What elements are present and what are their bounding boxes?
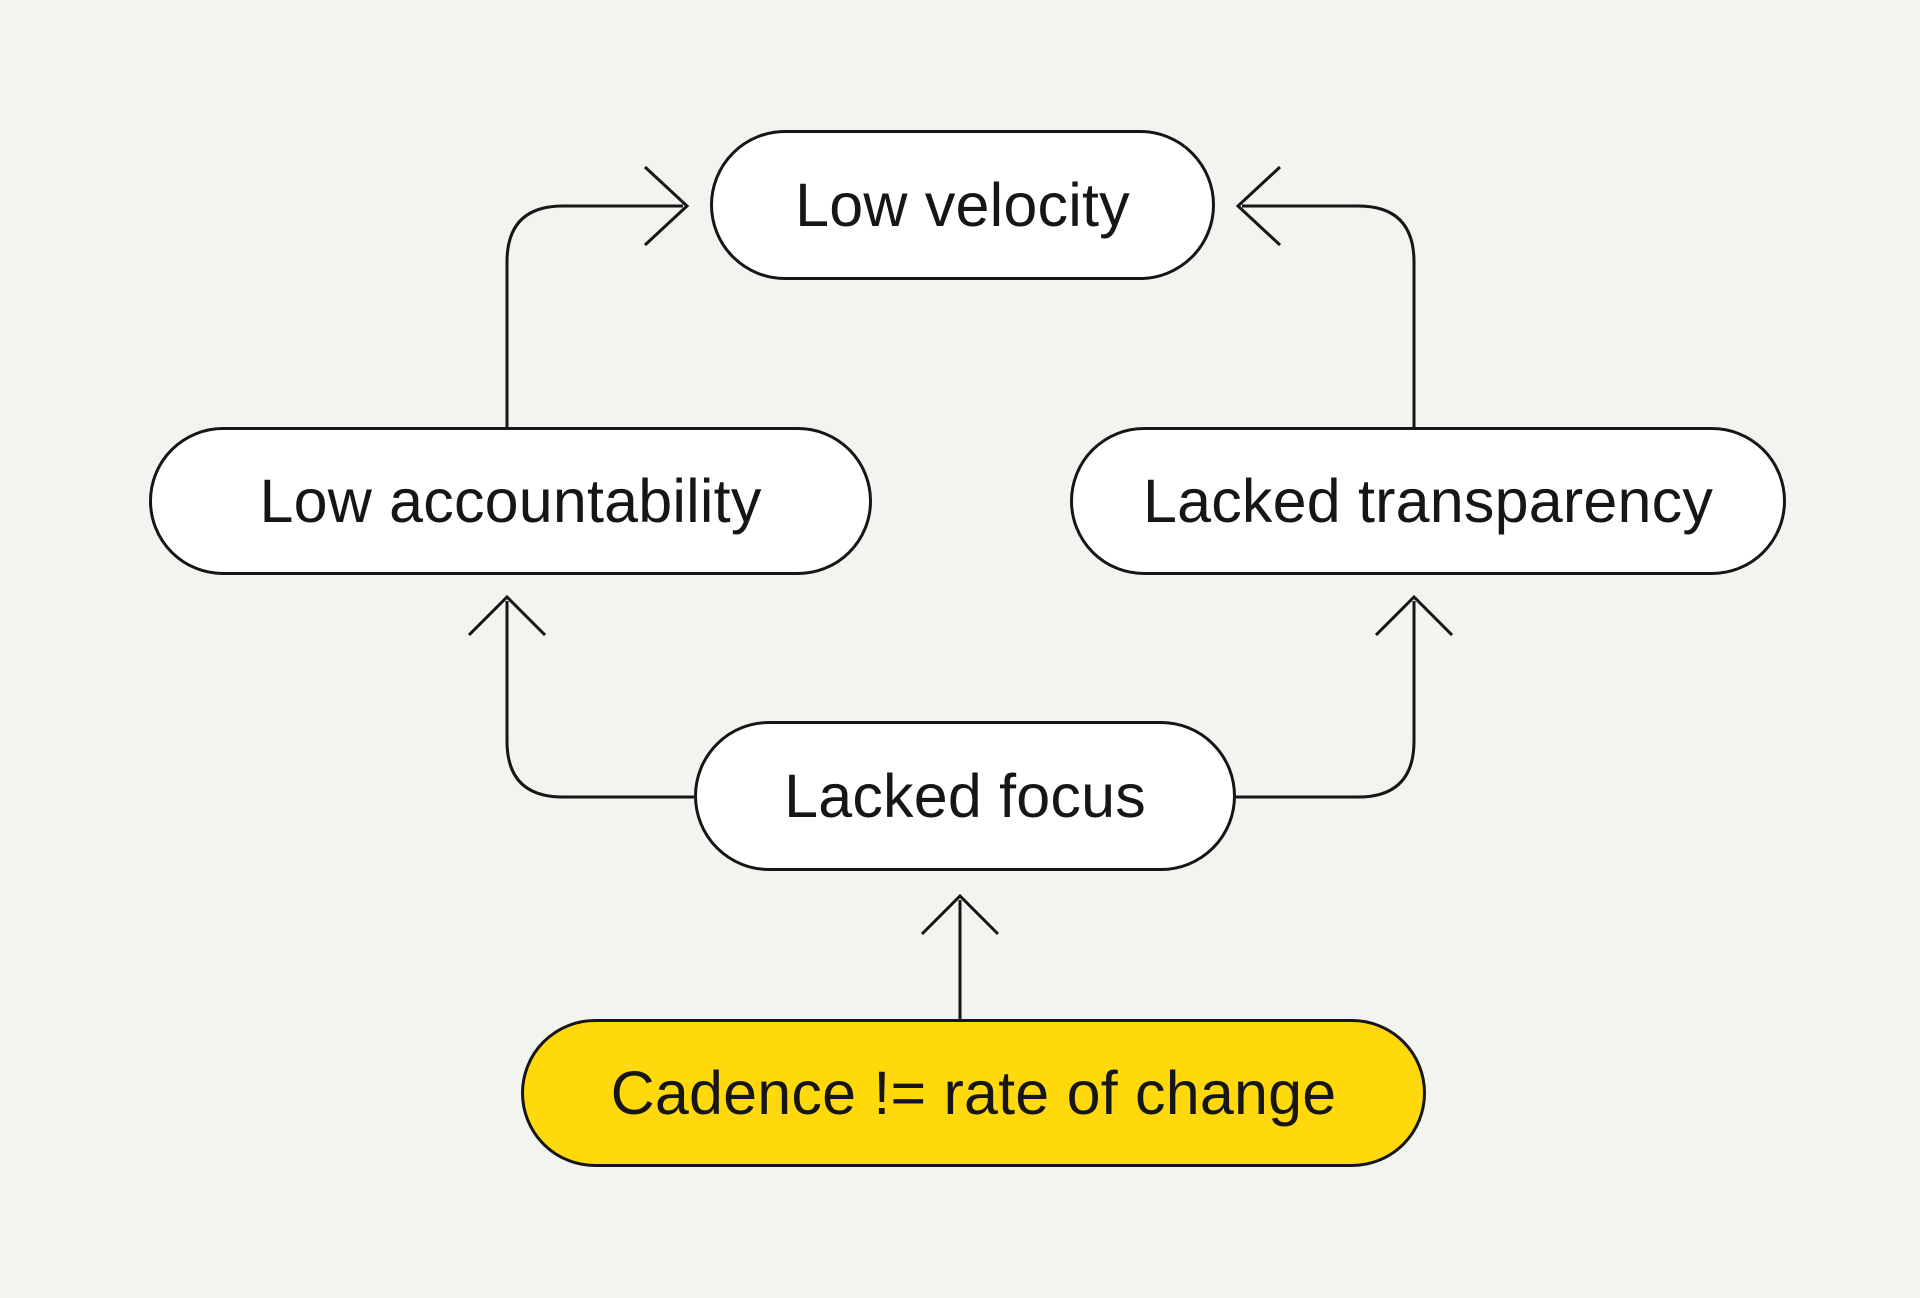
edge-low-accountability-to-low-velocity [505,165,690,427]
node-lacked-transparency: Lacked transparency [1070,427,1786,575]
edge-lacked-focus-to-low-accountability [467,594,694,799]
edge-line [505,601,694,799]
node-cadence-rate-of-change: Cadence != rate of change [521,1019,1426,1167]
arrowhead-up-icon [467,594,547,637]
arrowhead-right-icon [643,165,690,247]
edge-lacked-transparency-to-low-velocity [1235,165,1416,427]
arrowhead-up-icon [1374,594,1454,637]
edge-cadence-to-lacked-focus [920,893,1000,1019]
node-low-velocity: Low velocity [710,130,1215,280]
edge-line [1236,601,1416,799]
node-label: Cadence != rate of change [610,1058,1337,1127]
edge-line [505,204,683,427]
arrowhead-left-icon [1235,165,1282,247]
node-label: Low velocity [795,170,1130,239]
node-label: Lacked focus [784,761,1146,830]
node-lacked-focus: Lacked focus [694,721,1236,871]
arrowhead-up-icon [920,893,1000,936]
node-label: Lacked transparency [1142,466,1714,535]
edge-lacked-focus-to-lacked-transparency [1236,594,1454,799]
edge-line [1242,204,1416,427]
node-low-accountability: Low accountability [149,427,872,575]
node-label: Low accountability [259,466,762,535]
